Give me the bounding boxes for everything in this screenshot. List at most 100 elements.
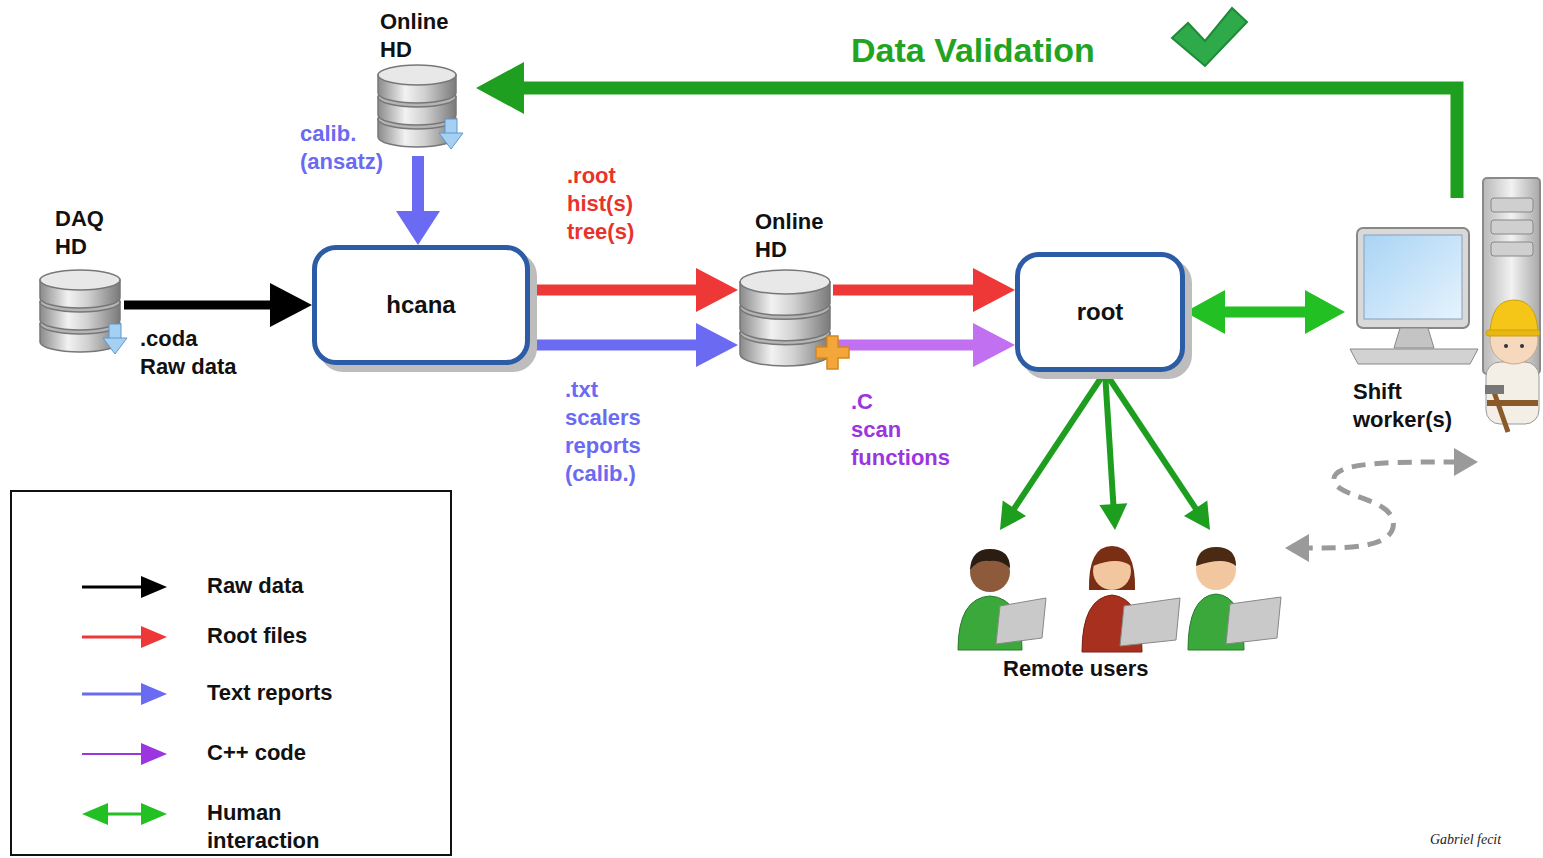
arrow-line	[1105, 372, 1114, 508]
shift-worker-station: Shift worker(s)	[1345, 198, 1537, 462]
flow-arrow	[476, 62, 1457, 198]
computer-icon-part	[1364, 235, 1462, 319]
arrow-line	[530, 340, 702, 351]
legend-label: Raw data	[207, 572, 304, 600]
text-line: functions	[851, 444, 950, 472]
text-line: scan	[851, 416, 950, 444]
text-line: Raw data	[140, 353, 237, 381]
computer-icon-part	[1394, 328, 1434, 348]
arrow-head	[973, 268, 1015, 312]
remote-user-figure-part	[1089, 546, 1135, 590]
text-line: Online	[755, 208, 823, 236]
flow-arrow	[1105, 372, 1210, 530]
legend-label: Human interaction	[207, 799, 319, 855]
database-cylinder	[40, 270, 120, 356]
legend-sample-line	[82, 753, 145, 755]
station-label: Shift worker(s)	[1353, 378, 1452, 434]
database-disc-top	[378, 65, 456, 85]
arrow-line	[412, 156, 424, 216]
remote-user-figure-part	[996, 598, 1046, 644]
database-disc-top	[40, 270, 120, 290]
legend-entry: C++ code	[207, 739, 306, 767]
remote-user-figure-part	[970, 549, 1010, 570]
label-anchor: .coda Raw data	[140, 325, 237, 381]
legend-sample-line	[82, 693, 145, 696]
legend-samples	[12, 492, 450, 854]
label-anchor: Gabriel fecit	[1430, 831, 1501, 849]
text-line: hist(s)	[567, 190, 634, 218]
legend-entry: Text reports	[207, 679, 333, 707]
label-anchor: Data Validation	[851, 28, 1095, 72]
legend-sample-head	[141, 803, 167, 825]
shift-worker-figure-part	[1486, 362, 1539, 424]
download-badge-part	[103, 338, 127, 354]
legend-sample	[82, 683, 167, 705]
label-anchor: calib. (ansatz)	[300, 120, 383, 176]
flow-arrow	[833, 268, 1015, 312]
text-line: tree(s)	[567, 218, 634, 246]
legend-sample-line	[82, 586, 145, 589]
arrow-line	[124, 301, 276, 310]
text-line: .coda	[140, 325, 237, 353]
legend-sample	[82, 803, 167, 825]
signature: Gabriel fecit	[1430, 831, 1501, 849]
process-label: root	[1077, 298, 1124, 326]
download-badge	[103, 324, 127, 354]
text-line: Online	[380, 8, 448, 36]
arrow-line	[1012, 372, 1105, 512]
flow-arrow	[1000, 372, 1105, 530]
text-line: .C	[851, 388, 950, 416]
legend-sample-head	[141, 626, 167, 648]
arrow-head	[1184, 501, 1210, 530]
arrow-line	[530, 285, 702, 296]
legend-sample	[82, 576, 167, 598]
legend-label: Root files	[207, 622, 307, 650]
group-label: Remote users	[1003, 655, 1149, 683]
remote-user-figure	[958, 549, 1046, 650]
text-line: .txt	[565, 376, 641, 404]
text-line: .root	[567, 162, 634, 190]
text-line: Human	[207, 799, 319, 827]
computer-icon-part	[1491, 220, 1533, 234]
legend-label: C++ code	[207, 739, 306, 767]
check-mark-part	[1172, 8, 1247, 66]
edge-label: .coda Raw data	[140, 325, 237, 381]
arrow-line	[833, 340, 979, 351]
check-mark	[1172, 8, 1247, 66]
arrow-head	[476, 62, 524, 114]
shift-worker-figure-part	[1486, 330, 1540, 336]
text-line: HD	[755, 236, 823, 264]
arrow-head	[1305, 290, 1345, 334]
legend-sample-line	[104, 813, 145, 816]
legend-entry: Human interaction	[207, 799, 319, 855]
database-cylinder	[740, 270, 830, 370]
text-line: DAQ	[55, 205, 104, 233]
database-label: Online HD	[380, 8, 448, 64]
flow-arrow	[396, 156, 440, 245]
remote-user-figure-part	[1093, 548, 1131, 566]
arrow-head	[1285, 534, 1309, 562]
database-icon: Online HD	[738, 206, 833, 374]
legend-sample	[82, 743, 167, 765]
text-line: (calib.)	[565, 460, 641, 488]
shift-worker-figure-part	[1520, 344, 1524, 348]
computer-icon-part	[1357, 228, 1469, 328]
computer-icon	[1350, 178, 1540, 374]
database-disc-top	[740, 270, 830, 294]
text-line: scalers	[565, 404, 641, 432]
legend-entry: Root files	[207, 622, 307, 650]
legend-sample-head	[141, 683, 167, 705]
remote-users-group: Remote users	[945, 530, 1285, 690]
shift-worker-figure	[1485, 300, 1540, 432]
arrow-head	[1099, 503, 1127, 530]
text-line: reports	[565, 432, 641, 460]
process-label: hcana	[386, 291, 455, 319]
legend-sample	[82, 626, 167, 648]
flow-arrow	[530, 323, 738, 367]
database-icon: Online HD	[376, 6, 476, 156]
add-badge	[816, 336, 849, 369]
text-line: (ansatz)	[300, 148, 383, 176]
shift-worker-figure-part	[1485, 385, 1504, 394]
remote-user-figure-part	[1120, 598, 1180, 646]
